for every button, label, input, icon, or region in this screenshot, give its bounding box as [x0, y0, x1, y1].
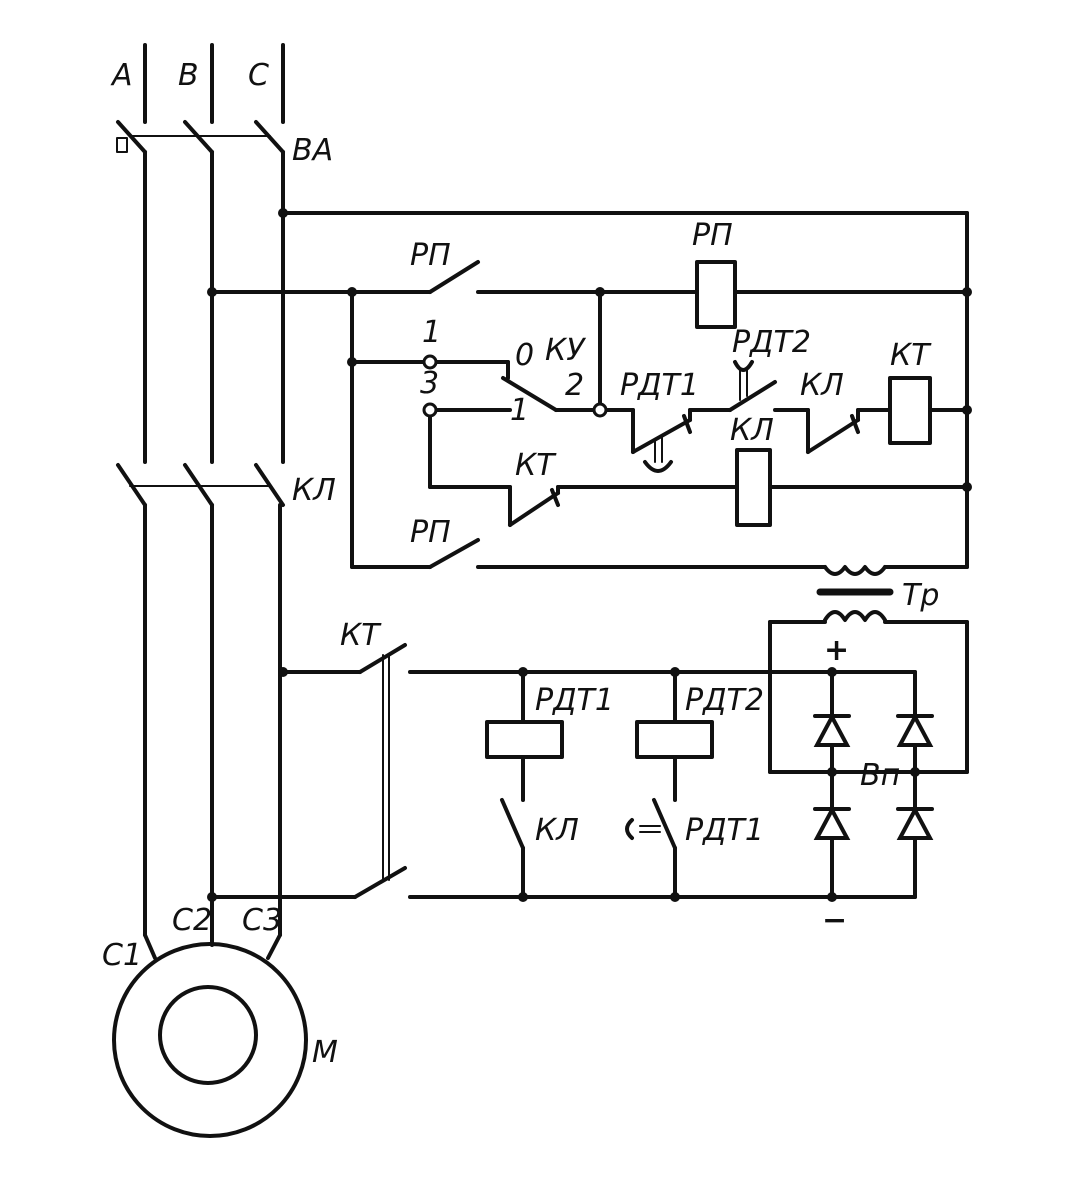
label-c1: С1 — [102, 938, 142, 973]
power-lines — [116, 43, 285, 960]
label-rdt2-contact: РДТ2 — [732, 325, 811, 360]
label-main-contactor: КЛ — [292, 473, 336, 508]
label-kl-contact: КЛ — [800, 368, 844, 403]
motor — [112, 942, 308, 1138]
labels: A B C ВА КЛ РП РП 1 3 0 1 2 КУ РДТ1 РДТ2… — [102, 58, 939, 1070]
label-rdt2-coil: РДТ2 — [685, 683, 764, 718]
label-rdt1-braking-contact: РДТ1 — [685, 813, 764, 848]
label-ku-pos-2: 2 — [565, 368, 584, 403]
diode-icon — [896, 712, 934, 747]
label-plus: + — [824, 633, 849, 668]
control-nodes — [207, 208, 972, 492]
label-kl-braking-contact: КЛ — [535, 813, 579, 848]
label-phase-c: C — [248, 58, 269, 93]
label-kt-coil: КТ — [890, 338, 932, 373]
rectifier-diodes — [207, 667, 934, 902]
label-rp-contact-top: РП — [410, 238, 451, 273]
label-kt-contact: КТ — [515, 448, 557, 483]
label-minus: − — [822, 903, 847, 938]
braking-circuit — [210, 588, 969, 899]
label-ku-pos-1: 1 — [422, 315, 441, 350]
label-motor: М — [312, 1035, 338, 1070]
label-c2: С2 — [172, 903, 212, 938]
label-kl-coil: КЛ — [730, 413, 774, 448]
label-rdt1-coil: РДТ1 — [535, 683, 614, 718]
label-ku-pos-1b: 1 — [510, 393, 529, 428]
diode-icon — [813, 712, 851, 747]
label-ku-pos-3: 3 — [420, 366, 439, 401]
label-rp-contact-bottom: РП — [410, 515, 451, 550]
diode-icon — [813, 805, 851, 840]
label-phase-a: A — [110, 58, 133, 93]
label-ku-pos-0: 0 — [515, 338, 534, 373]
control-circuit — [210, 211, 969, 576]
label-ku: КУ — [545, 333, 586, 368]
label-kt-braking-contact: КТ — [340, 618, 382, 653]
label-breaker: ВА — [292, 133, 333, 168]
label-rp-coil: РП — [692, 218, 733, 253]
label-rectifier: Вп — [860, 758, 900, 793]
label-phase-b: B — [178, 58, 199, 93]
label-transformer: Тр — [902, 578, 939, 613]
diode-icon — [896, 805, 934, 840]
label-c3: С3 — [242, 903, 282, 938]
label-rdt1-contact: РДТ1 — [620, 368, 699, 403]
